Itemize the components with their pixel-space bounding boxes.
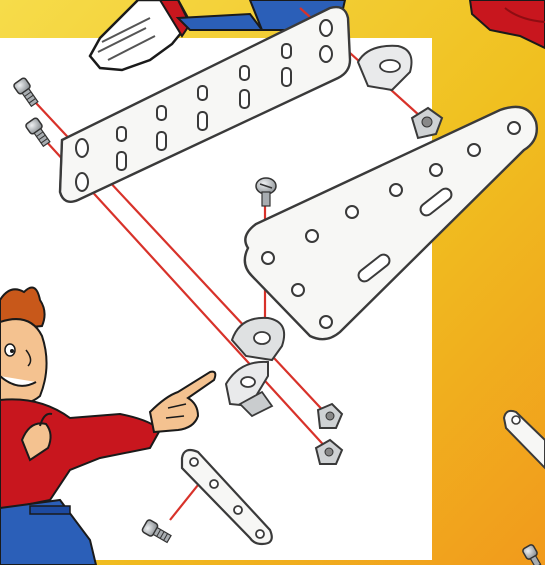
construction-instruction-illustration [0,0,545,565]
